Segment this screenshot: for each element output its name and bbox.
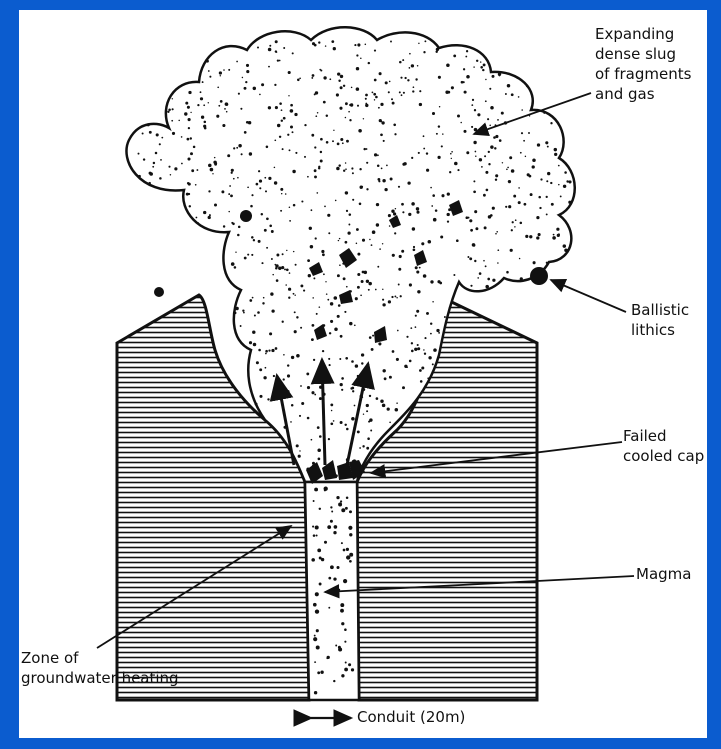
label-failed-cooled-cap: Failed cooled cap <box>623 426 704 466</box>
label-expanding-slug: Expanding dense slug of fragments and ga… <box>595 24 691 104</box>
label-magma: Magma <box>636 564 691 584</box>
label-ballistic-lithics: Ballistic lithics <box>631 300 689 340</box>
label-conduit: Conduit (20m) <box>357 707 465 727</box>
label-groundwater: Zone of groundwater heating <box>21 648 179 688</box>
diagram-panel: Expanding dense slug of fragments and ga… <box>19 10 707 738</box>
eruption-diagram <box>19 10 707 738</box>
